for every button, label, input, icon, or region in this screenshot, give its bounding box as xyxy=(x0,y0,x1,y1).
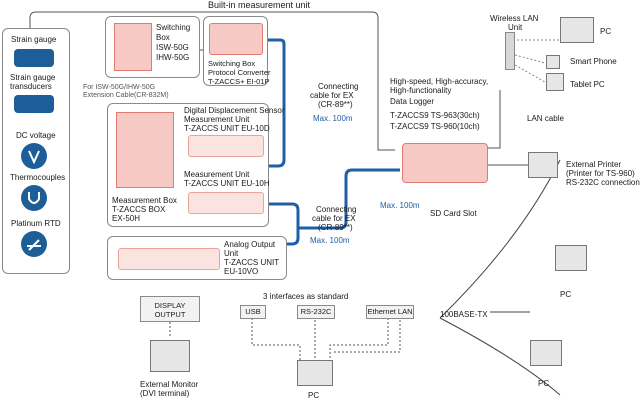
ethernet-label: Ethernet LAN xyxy=(367,307,413,316)
tablet-icon xyxy=(546,73,564,91)
protocol-converter-device xyxy=(209,23,263,55)
right-pc2-icon xyxy=(530,340,562,366)
smartphone-icon xyxy=(546,55,560,69)
usb-box: USB xyxy=(240,305,266,319)
analog-unit-frame: Analog Output Unit T-ZACCS UNIT EU-10VO xyxy=(107,236,287,280)
logger-line5: T-ZACCS9 TS-960(10ch) xyxy=(390,122,480,131)
tablet-label: Tablet PC xyxy=(570,80,605,89)
data-logger-device xyxy=(402,143,488,183)
analog-unit-line4: EU-10VO xyxy=(224,267,259,276)
interfaces-title: 3 interfaces as standard xyxy=(263,292,349,301)
measurement-box-frame: Measurement Box T-ZACCS BOX EX-50H Digit… xyxy=(107,103,285,227)
diagram-title: Built-in measurement unit xyxy=(208,0,311,10)
sensor-label-transducer-2: transducers xyxy=(10,82,52,91)
unit-10d-device xyxy=(188,135,264,157)
unit-10d-line3: T-ZACCS UNIT EU-10D xyxy=(184,124,270,133)
measurement-box-device xyxy=(116,112,174,188)
cable-top-line1: Connecting xyxy=(318,82,359,91)
switching-box-device xyxy=(114,23,152,71)
transducer-icon xyxy=(14,95,54,113)
analog-unit-device xyxy=(118,248,220,270)
printer-line3: RS-232C connection xyxy=(566,178,640,187)
unit-10h-line1: Measurement Unit xyxy=(184,170,250,179)
logger-max: Max. 100m xyxy=(380,201,420,210)
unit-10d-line2: Measurement Unit xyxy=(184,115,250,124)
rs232c-box: RS-232C xyxy=(297,305,335,319)
analog-unit-line2: Unit xyxy=(224,249,239,258)
right-pc1-label: PC xyxy=(560,290,572,299)
measurement-box-line2: T-ZACCS BOX xyxy=(112,205,166,214)
monitor-line2: (DVI terminal) xyxy=(140,389,190,398)
cable-bottom-line1: Connecting xyxy=(316,205,357,214)
cable-bottom-line3: (CR-89**) xyxy=(318,223,353,232)
laptop-icon xyxy=(560,17,594,43)
cable-top-max: Max. 100m xyxy=(313,114,353,123)
printer-icon xyxy=(528,152,558,178)
wireless-lan-unit xyxy=(505,32,515,70)
ethernet-box: Ethernet LAN xyxy=(366,305,414,319)
analog-unit-line1: Analog Output xyxy=(224,240,276,249)
sensor-label-strain: Strain gauge xyxy=(11,35,57,44)
measurement-box-line1: Measurement Box xyxy=(112,196,177,205)
cable-top-line2: cable for EX xyxy=(310,91,354,100)
unit-10h-line2: T-ZACCS UNIT EU-10H xyxy=(184,179,270,188)
printer-line1: External Printer xyxy=(566,160,622,169)
display-output-box: DISPLAY OUTPUT xyxy=(140,296,200,322)
base-tx-label: 100BASE-TX xyxy=(440,310,488,319)
sensor-label-thermo: Thermocouples xyxy=(10,173,66,182)
interface-pc-icon xyxy=(297,360,333,386)
right-pc2-label: PC xyxy=(538,379,550,388)
switching-box-line3: ISW-50G xyxy=(156,43,189,52)
usb-label: USB xyxy=(245,307,261,316)
cable-bottom-line2: cable for EX xyxy=(312,214,356,223)
logger-line4: T-ZACCS9 TS-963(30ch) xyxy=(390,111,480,120)
protocol-converter-line2: Protocol Converter xyxy=(208,68,271,77)
interface-pc-label: PC xyxy=(308,391,320,400)
protocol-converter-line3: T-ZACCS+ EI-01P xyxy=(208,77,270,86)
logger-line3: Data Logger xyxy=(390,97,435,106)
sensor-label-transducer-1: Strain gauge xyxy=(10,73,56,82)
strain-gauge-icon xyxy=(14,49,54,67)
platinum-rtd-icon xyxy=(21,231,47,257)
sensor-label-rtd: Platinum RTD xyxy=(11,219,61,228)
logger-line1: High-speed, High-accuracy, xyxy=(390,77,489,86)
wireless-line1: Wireless LAN xyxy=(490,14,539,23)
sensor-label-dc: DC voltage xyxy=(16,131,56,140)
display-box-line2: OUTPUT xyxy=(154,310,186,319)
cable-bottom-max: Max. 100m xyxy=(310,236,350,245)
pc-top-label: PC xyxy=(600,27,612,36)
smartphone-label: Smart Phone xyxy=(570,57,617,66)
monitor-icon xyxy=(150,340,190,372)
switching-box-frame: Switching Box ISW-50G IHW-50G xyxy=(105,16,200,78)
extension-cable-line1: For ISW-50G/IHW-50G xyxy=(83,84,156,91)
wireless-line2: Unit xyxy=(508,23,523,32)
unit-10h-device xyxy=(188,192,264,214)
sd-card-label: SD Card Slot xyxy=(430,209,477,218)
cable-top-line3: (CR-89**) xyxy=(318,100,353,109)
switching-box-line2: Box xyxy=(156,33,170,42)
dc-voltage-icon xyxy=(21,143,47,169)
rs232c-label: RS-232C xyxy=(300,307,332,316)
lan-cable-label: LAN cable xyxy=(527,114,564,123)
logger-line2: High-functionality xyxy=(390,86,452,95)
switching-box-line4: IHW-50G xyxy=(156,53,190,62)
unit-10d-line1: Digital Displacement Sensor xyxy=(184,106,285,115)
display-box-line1: DISPLAY xyxy=(154,301,186,310)
monitor-line1: External Monitor xyxy=(140,380,199,389)
protocol-converter-line1: Switching Box xyxy=(208,59,256,68)
right-pc1-icon xyxy=(555,245,587,271)
printer-line2: (Printer for TS-960) xyxy=(566,169,635,178)
protocol-converter-frame: Switching Box Protocol Converter T-ZACCS… xyxy=(203,16,271,86)
thermocouple-icon xyxy=(21,185,47,211)
analog-unit-line3: T-ZACCS UNIT xyxy=(224,258,280,267)
extension-cable-line2: Extension Cable(CR-832M) xyxy=(83,92,169,99)
measurement-box-line3: EX-50H xyxy=(112,214,141,223)
switching-box-line1: Switching xyxy=(156,23,191,32)
sensor-panel: Strain gauge Strain gauge transducers DC… xyxy=(2,28,70,274)
